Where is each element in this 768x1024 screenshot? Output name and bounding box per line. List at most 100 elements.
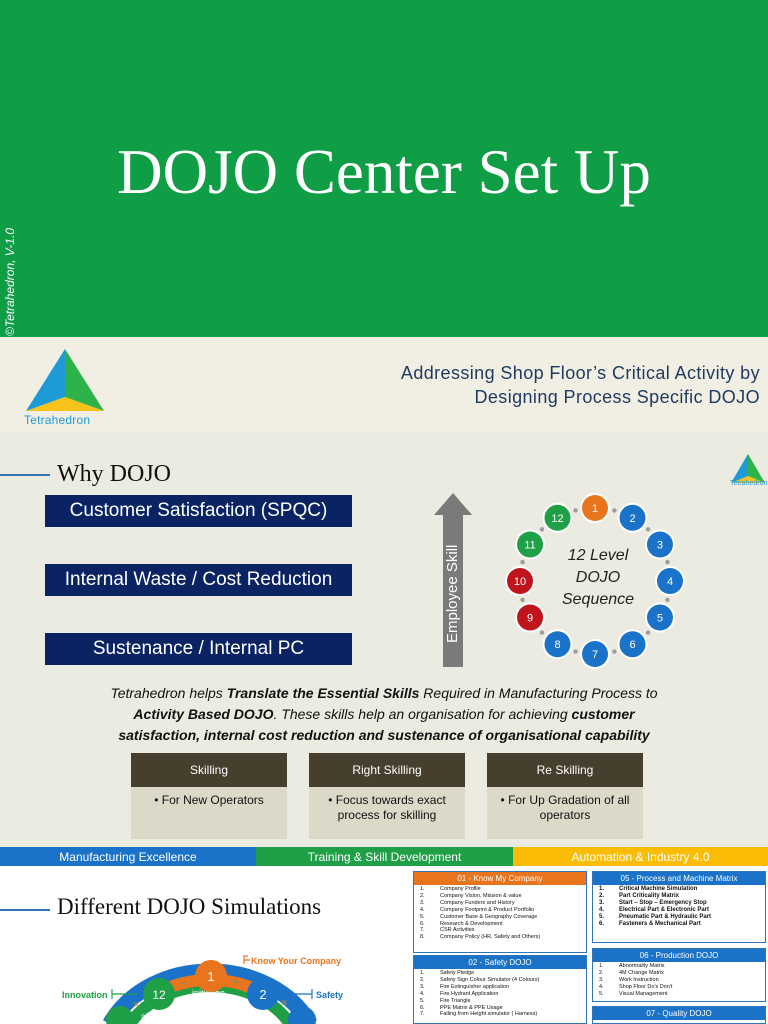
panel-process-machine-matrix: 05 - Process and Machine Matrix 1.Critic… [592,871,766,943]
logo-wordmark: Tetrahedron [24,413,91,427]
cycle-step-label: 3 [657,540,663,552]
cycle-connector [520,559,525,565]
panel-list-item: 4.Company Footprint & Product Portfolio [420,906,535,913]
tetrahedron-mini-logo-icon [731,454,765,483]
up-arrow-icon [434,493,472,667]
skilling-card-body: • For New Operators [131,787,287,839]
reason-box-1: Customer Satisfaction (SPQC) [45,495,352,527]
panel-list-item: 6.Research & Development [420,920,503,927]
sim-step-11-partial [106,1006,134,1024]
panel-list-item: 2.Safety Sign Colour Simulator (4 Colour… [420,976,540,983]
svg-text:✕: ✕ [280,998,288,1009]
cycle-step-5 [646,604,673,631]
sim-step-1 [195,960,227,992]
mini-logo-wordmark: Tetrahedron [730,480,768,487]
panel-list-item: 3.Company Funders and History [420,899,515,906]
simulations-heading: Different DOJO Simulations [57,894,322,919]
cycle-step-1 [582,495,608,521]
panel-production-dojo: 06 - Production DOJO 1.Abnormality Matri… [592,948,766,1002]
right-skilling-card: Right Skilling • Focus towards exact pro… [309,753,465,839]
copyright-note: ©Tetrahedron, V-1.0 [3,186,23,336]
page-title: DOJO Center Set Up [117,137,651,207]
panel-list-item: 6.PPE Matrix & PPE Usage [420,1004,503,1011]
cycle-connector [573,649,578,654]
panel-list-item: 1.Safety Pledge [420,970,475,976]
panel-list-item: 5.Visual Management [599,990,668,997]
safety-label: Safety [316,990,343,1000]
panel-title: 07 - Quality DOJO [593,1007,765,1020]
re-skilling-card-title: Re Skilling [487,753,643,787]
cycle-connector [520,597,525,603]
why-dojo-section: Why DOJO Tetrahedron Customer Satisfacti… [0,431,768,847]
panel-quality-dojo: 07 - Quality DOJO [592,1006,766,1024]
cycle-connector [645,527,651,532]
cycle-step-8 [544,631,571,658]
cycle-step-label: 2 [629,513,635,525]
section-accent-line [0,909,50,911]
cycle-step-label: 7 [592,649,598,661]
panel-list-item: 2.Part Criticality Matrix [599,892,680,899]
panel-list-item: 2.Company Vision, Mission & value [420,892,522,899]
panel-list-item: 6.Fasteners & Mechanical Part [599,920,701,927]
cycle-step-label: 12 [551,513,563,525]
simulations-section: Different DOJO Simulations initiation an… [0,866,768,1024]
cycle-connector [665,597,670,603]
svg-text:1: 1 [207,969,214,984]
reason-box-2: Internal Waste / Cost Reduction [45,564,352,596]
cycle-step-label: 1 [592,503,598,515]
section-accent-line [0,474,50,476]
cycle-step-4 [657,568,683,594]
cycle-step-10 [507,568,533,594]
innovation-label: Innovation [62,990,108,1000]
cycle-step-label: 6 [629,639,635,651]
panel-list-item: 4.Shop Floor Do's Don't [599,983,673,990]
svg-text:◂: ◂ [181,978,186,989]
panel-list-item: 3.Fire Extinguisher application [420,983,510,990]
sim-step-2 [247,978,279,1010]
copyright-text: ©Tetrahedron, V-1.0 [3,227,17,336]
cycle-step-11 [517,531,544,558]
banner-training: Training & Skill Development [256,847,513,866]
simulation-wheel-diagram: initiation ance 1 2 12 ◂ ▸ ✕ ✕ Know Your… [62,955,343,1024]
banner-manufacturing: Manufacturing Excellence [0,847,256,866]
panel-title: 01 - Know My Company [414,872,586,885]
cycle-step-3 [646,531,673,558]
cycle-connector [539,527,545,532]
panel-list-item: 5.Pneumatic Part & Hydraulic Part [599,913,712,920]
cycle-step-label: 4 [667,576,673,588]
panel-list-item: 5.Fire Triangle [420,997,471,1004]
panel-list-item: 5.Customer Base & Geography Coverage [420,913,538,920]
tetrahedron-logo: Tetrahedron [18,347,110,427]
cycle-step-label: 9 [527,613,533,625]
svg-text:2: 2 [259,987,266,1002]
tagline: Addressing Shop Floor’s Critical Activit… [401,361,760,409]
tagline-line-1: Addressing Shop Floor’s Critical Activit… [400,363,760,383]
panel-list-item: 3.Work Instruction [599,976,659,983]
why-dojo-heading: Why DOJO [57,461,171,487]
panel-list-item: 2.4M Change Matrix [599,969,664,976]
cycle-step-label: 10 [514,576,526,588]
cycle-step-label: 8 [554,639,560,651]
cycle-connector [612,649,617,654]
panel-title: 02 - Safety DOJO [414,956,586,969]
employee-skill-label: Employee Skill [444,544,461,643]
header-strip: Tetrahedron Addressing Shop Floor’s Crit… [0,337,768,431]
panel-list-item: 7.Falling from Height simulator ( Harnes… [420,1011,538,1018]
cycle-step-2 [619,504,646,531]
sim-step-12 [143,978,175,1010]
right-skilling-card-title: Right Skilling [309,753,465,787]
tetrahedron-logo-icon [26,349,104,411]
title-slide: DOJO Center Set Up ©Tetrahedron, V-1.0 [0,0,768,337]
sim-step-3-partial [288,1006,316,1024]
tagline-line-2: Designing Process Specific DOJO [474,387,760,407]
banner-automation: Automation & Industry 4.0 [513,847,768,866]
panel-list-item: 4.Fire Hydrant Application [420,990,499,997]
cycle-connector [612,508,617,513]
cycle-connector [665,559,670,565]
cycle-step-12 [544,504,571,531]
